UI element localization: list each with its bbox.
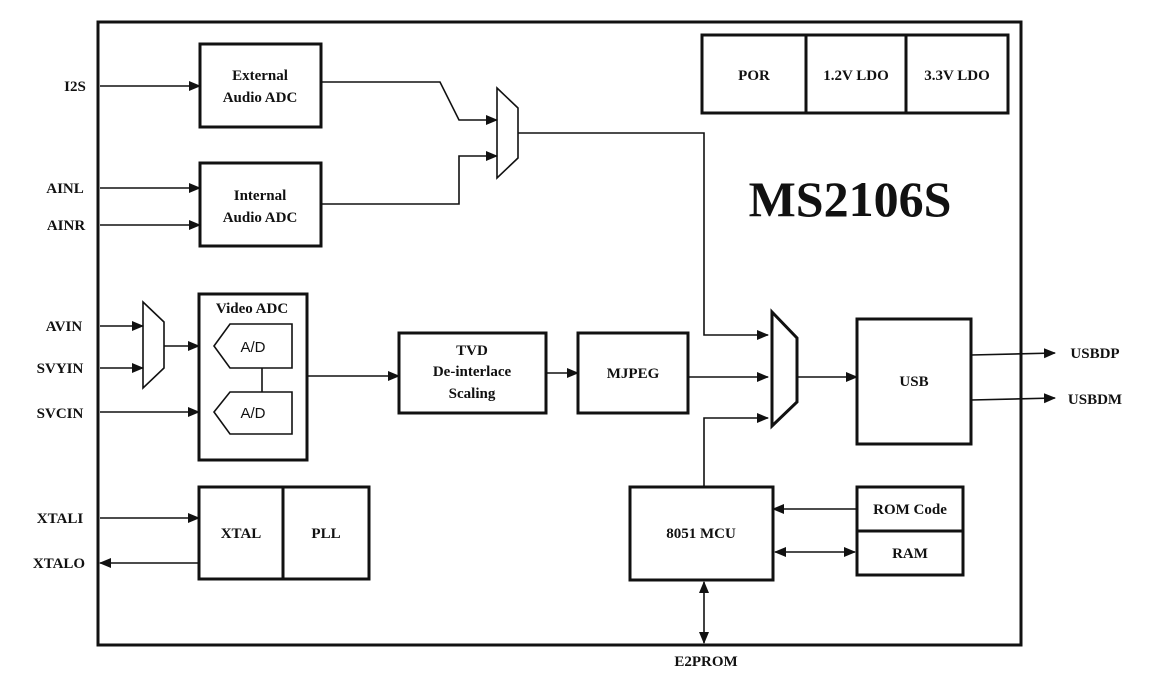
usbdm-pin-label: USBDM	[1068, 392, 1122, 408]
ainr-pin-label: AINR	[47, 218, 86, 234]
mjpeg-block: MJPEG	[576, 331, 690, 415]
avin-pin-label: AVIN	[46, 319, 83, 335]
por-label: POR	[738, 68, 770, 84]
internal-audio-adc-block: Internal Audio ADC	[198, 161, 323, 248]
ad-converter-2	[212, 391, 293, 435]
ram-label: RAM	[892, 546, 928, 562]
ldo12-label: 1.2V LDO	[823, 68, 889, 84]
chip-outline	[96, 20, 1023, 647]
e2prom-pin-label: E2PROM	[674, 654, 737, 670]
svg-text:Audio ADC: Audio ADC	[223, 90, 298, 106]
video-input-mux	[142, 300, 165, 390]
svg-text:External: External	[232, 68, 288, 84]
ldo33-label: 3.3V LDO	[924, 68, 990, 84]
tvd-block: TVD De-interlace Scaling	[397, 331, 548, 415]
svg-text:A/D: A/D	[240, 405, 265, 422]
svcin-pin-label: SVCIN	[37, 406, 84, 422]
svg-text:De-interlace: De-interlace	[433, 364, 512, 380]
svg-text:Audio ADC: Audio ADC	[223, 210, 298, 226]
memory-block: ROM Code RAM	[855, 485, 965, 577]
xtal-label: XTAL	[221, 526, 262, 542]
svg-text:USB: USB	[899, 374, 928, 390]
pll-label: PLL	[311, 526, 340, 542]
svyin-pin-label: SVYIN	[37, 361, 84, 377]
audio-mux	[496, 86, 519, 180]
xtali-pin-label: XTALI	[37, 511, 84, 527]
i2s-pin-label: I2S	[64, 79, 86, 95]
output-mux	[770, 308, 799, 430]
rom-label: ROM Code	[873, 502, 947, 518]
ainl-pin-label: AINL	[46, 181, 84, 197]
svg-text:TVD: TVD	[456, 343, 488, 359]
ad-converter-1	[213, 323, 293, 369]
svg-text:MJPEG: MJPEG	[607, 366, 660, 382]
svg-text:Internal: Internal	[234, 188, 287, 204]
chip-title: MS2106S	[749, 171, 952, 227]
clock-block: XTAL PLL	[197, 485, 371, 581]
usb-block: USB	[855, 317, 973, 446]
svg-text:8051 MCU: 8051 MCU	[666, 526, 736, 542]
usbdp-pin-label: USBDP	[1070, 346, 1119, 362]
video-adc-block: Video ADC A/D A/D	[197, 292, 309, 462]
svg-text:A/D: A/D	[240, 339, 265, 356]
external-audio-adc-block: External Audio ADC	[198, 42, 323, 129]
svg-text:Video ADC: Video ADC	[216, 301, 288, 317]
xtalo-pin-label: XTALO	[33, 556, 85, 572]
svg-text:Scaling: Scaling	[449, 386, 496, 402]
power-blocks: POR 1.2V LDO 3.3V LDO	[700, 33, 1010, 115]
mcu-block: 8051 MCU	[628, 485, 775, 582]
